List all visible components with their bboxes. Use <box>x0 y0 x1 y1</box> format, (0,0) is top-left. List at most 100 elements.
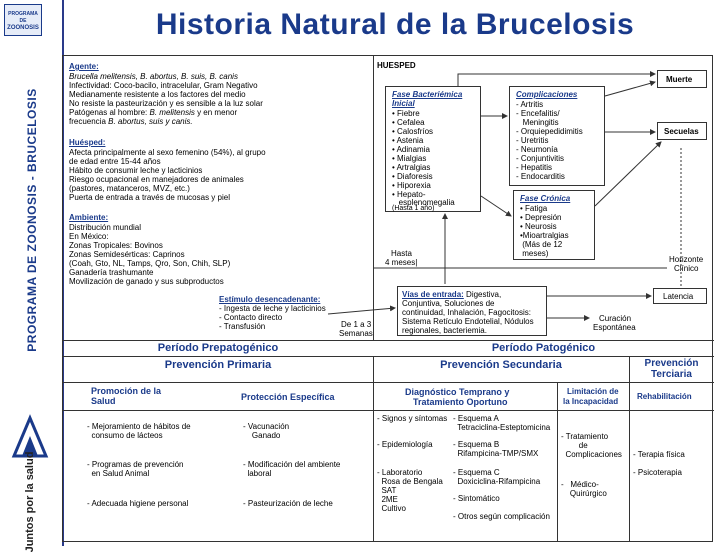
estimulo-line-2: - Contacto directo <box>219 313 283 322</box>
horizonte-line1: Horizonte <box>669 255 704 264</box>
ambiente-line-3: Zonas Tropicales: Bovinos <box>69 241 163 250</box>
curacion-line2: Espontánea <box>593 323 636 332</box>
fase-bacteriemica-item-7: • Artralgias <box>392 163 431 172</box>
diag-right-1: - Esquema A <box>453 414 499 423</box>
fase-cronica-item-2: • Depresión <box>520 213 562 222</box>
zoonosis-logo: PROGRAMA DE ZOONOSIS <box>4 4 42 36</box>
vertical-title-box: PROGRAMA DE ZOONOSIS - BRUCELOSIS <box>20 40 44 400</box>
divider-left-right <box>373 56 374 340</box>
juntos-logo: Juntos por la salud <box>10 412 50 552</box>
limitacion-heading-2: la Incapacidad <box>563 397 619 406</box>
prevencion-bottom-line <box>63 382 714 383</box>
agente-heading: Agente: <box>69 62 99 71</box>
fase-bacteriemica-item-9: • Hiporexia <box>392 181 431 190</box>
vias-line1-rest: Digestiva, <box>463 290 502 299</box>
diag-right-3: - Esquema B <box>453 440 500 449</box>
prevencion-terciaria-2: Terciaria <box>651 369 692 380</box>
periodo-top-line <box>63 340 714 341</box>
ambiente-line-6: Ganadería trashumante <box>69 268 154 277</box>
fase-bacteriemica-item-1: • Fiebre <box>392 109 420 118</box>
promocion-item-1b: consumo de lácteos <box>87 431 163 440</box>
complicaciones-item-6: - Neumonía <box>516 145 558 154</box>
proteccion-item-1b: Ganado <box>243 431 281 440</box>
proteccion-item-3a: - Pasteurización de leche <box>243 499 333 508</box>
complicaciones-heading: Complicaciones <box>516 90 578 99</box>
vias-heading: Vías de entrada: <box>402 290 464 299</box>
complicaciones-item-3: Meningitis <box>516 118 559 127</box>
huesped-line-6: Puerta de entrada a través de mucosas y … <box>69 193 230 202</box>
hasta4-line2: 4 meses| <box>385 258 418 267</box>
secuelas-box: Secuelas <box>657 122 707 140</box>
vertical-title: PROGRAMA DE ZOONOSIS - BRUCELOSIS <box>25 88 39 352</box>
col-divider-2 <box>557 382 558 542</box>
complicaciones-item-2: - Encefalitis/ <box>516 109 560 118</box>
diag-right-2: Tetraciclina-Esteptomicina <box>453 423 551 432</box>
proteccion-item-2b: laboral <box>243 469 272 478</box>
fase-cronica-item-6: meses) <box>520 249 549 258</box>
ambiente-heading: Ambiente: <box>69 213 109 222</box>
fase-bacteriemica-item-11: esplenomegalia <box>392 198 455 207</box>
de1a3-line2: Semanas <box>339 329 373 338</box>
fase-bacteriemica-item-5: • Adinamia <box>392 145 430 154</box>
logo-top-line2: ZOONOSIS <box>7 25 39 31</box>
estimulo-line-1: - Ingesta de leche y lacticinios <box>219 304 326 313</box>
complicaciones-item-1: - Artritis <box>516 100 544 109</box>
col-divider-3 <box>629 356 630 542</box>
diag-right-6: Doxiciclina-Rifampicina <box>453 477 541 486</box>
huesped-heading: Huésped: <box>69 138 106 147</box>
ambiente-line-7: Movilización de ganado y sus subproducto… <box>69 277 224 286</box>
complicaciones-item-5: - Uretritis <box>516 136 549 145</box>
diagnostico-heading-1: Diagnóstico Temprano y <box>405 387 510 397</box>
muerte-box: Muerte <box>657 70 707 88</box>
limitacion-heading-1: Limitación de <box>567 387 619 396</box>
promocion-item-3a: - Adecuada higiene personal <box>87 499 189 508</box>
promocion-item-1a: - Mejoramiento de hábitos de <box>87 422 191 431</box>
vias-box: Vías de entrada: Digestiva, Conjuntiva, … <box>397 286 547 336</box>
diag-left-7: Cultivo <box>377 504 406 513</box>
complicaciones-item-9: - Endocarditis <box>516 172 565 181</box>
diag-left-1: - Signos y síntomas <box>377 414 448 423</box>
complicaciones-item-8: - Hepatitis <box>516 163 553 172</box>
ambiente-line-1: Distribución mundial <box>69 223 142 232</box>
proteccion-heading: Protección Específica <box>241 392 335 402</box>
estimulo-heading: Estímulo desencadenante: <box>219 295 321 304</box>
agente-species: Brucella melitensis, B. abortus, B. suis… <box>69 72 238 81</box>
limitacion-item-1: - Tratamiento <box>561 432 609 441</box>
fase-bacteriemica-heading-1: Fase Bacteriémica <box>392 90 463 99</box>
diag-right-4: Rifampicina-TMP/SMX <box>453 449 539 458</box>
latencia-box: Latencia <box>653 288 707 304</box>
complicaciones-item-4: - Orquiepedidimitis <box>516 127 583 136</box>
fase-bacteriemica-item-6: • Mialgias <box>392 154 427 163</box>
vias-line-1: Vías de entrada: Digestiva, <box>402 290 501 299</box>
vias-line-3: continuidad, Inhalación, Fagocitosis: <box>402 308 531 317</box>
agente-line-2: Medianamente resistente a los factores d… <box>69 90 246 99</box>
page-title: Historia Natural de la Brucelosis <box>155 8 635 41</box>
agente-human-italic: B. melitensis <box>149 108 195 117</box>
curacion-line1: Curación <box>599 314 632 323</box>
huesped-line-2: de edad entre 15-44 años <box>69 157 161 166</box>
muerte-label: Muerte <box>666 75 693 84</box>
estimulo-line-3: - Transfusión <box>219 322 266 331</box>
huesped-line-1: Afecta principalmente al sexo femenino (… <box>69 148 266 157</box>
diag-left-6: 2ME <box>377 495 398 504</box>
diag-left-4: Rosa de Bengala <box>377 477 443 486</box>
ambiente-line-2: En México: <box>69 232 109 241</box>
diagnostico-heading-2: Tratamiento Oportuno <box>413 397 508 407</box>
rehab-item-2: - Psicoterapia <box>633 468 682 477</box>
prevencion-primaria: Prevención Primaria <box>164 359 272 371</box>
vias-line-4: Sistema Retículo Endotelial, Nódulos <box>402 317 534 326</box>
rehabilitacion-heading: Rehabilitación <box>637 392 692 401</box>
horizonte-line2: Clínico <box>674 264 699 273</box>
fase-cronica-item-4: •Mioartralgias <box>520 231 569 240</box>
promocion-item-2b: en Salud Animal <box>87 469 150 478</box>
fase-bacteriemica-item-8: • Diaforesis <box>392 172 433 181</box>
periodo-patogenico: Período Patogénico <box>491 342 596 354</box>
huesped-line-5: (pastores, matanceros, MVZ, etc.) <box>69 184 190 193</box>
diag-left-2: - Epidemiología <box>377 440 433 449</box>
fase-cronica-item-1: • Fatiga <box>520 204 548 213</box>
col-divider-1 <box>373 356 374 542</box>
fase-bacteriemica-item-4: • Astenia <box>392 136 424 145</box>
logo-top-line1: PROGRAMA DE <box>8 11 38 24</box>
agente-freq-pre: frecuencia <box>69 117 109 126</box>
limitacion-item-3: Complicaciones <box>561 450 622 459</box>
